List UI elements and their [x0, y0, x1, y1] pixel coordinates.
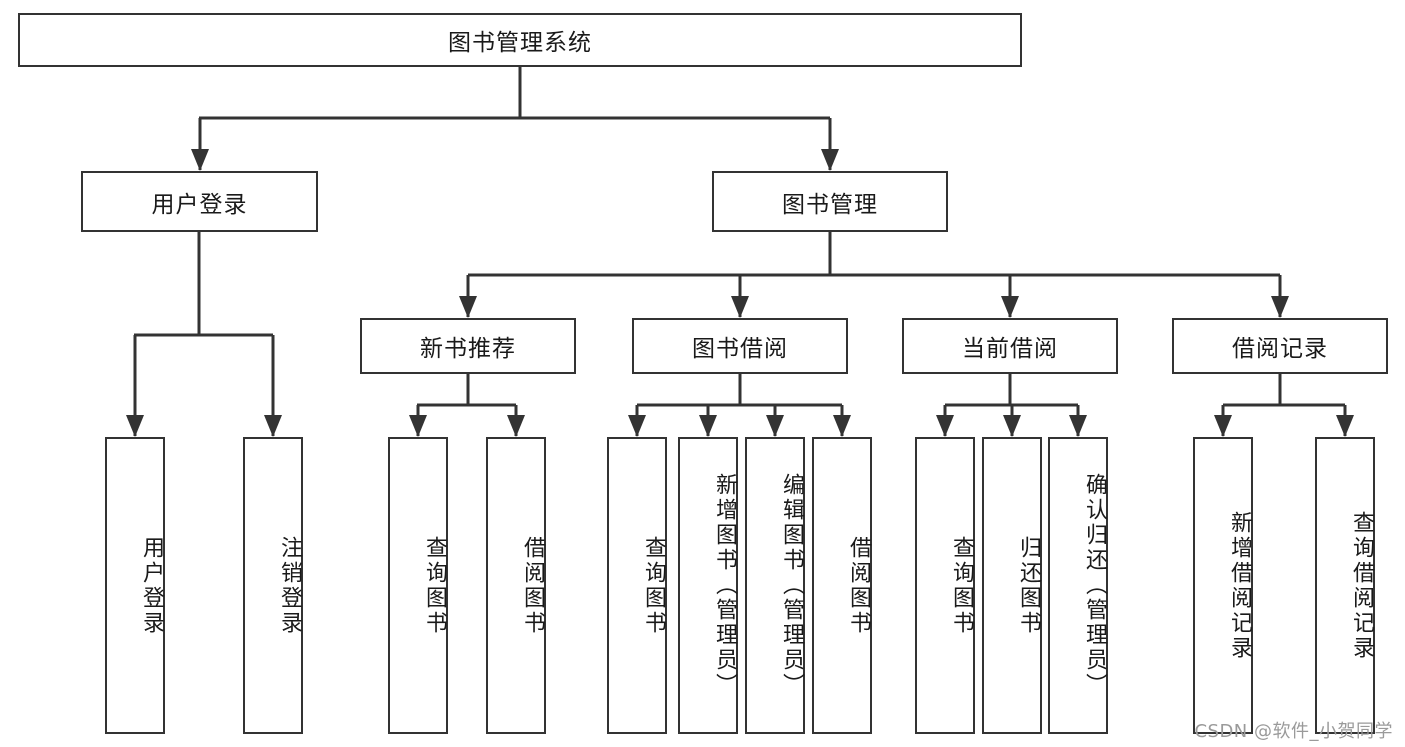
- leaf-node-4[interactable]: 查询图书: [607, 437, 667, 734]
- leaf-node-3[interactable]: 借阅图书: [486, 437, 546, 734]
- node-label: 确认归还（管理员）: [1082, 473, 1107, 698]
- arrow-head-icon: [507, 415, 525, 437]
- node-label: 新增图书（管理员）: [712, 473, 737, 698]
- level3-node-3[interactable]: 借阅记录: [1172, 318, 1388, 374]
- level3-node-0[interactable]: 新书推荐: [360, 318, 576, 374]
- arrow-head-icon: [821, 149, 839, 171]
- level2-node-0[interactable]: 用户登录: [81, 171, 318, 232]
- arrow-head-icon: [1001, 296, 1019, 318]
- node-label: 查询图书: [422, 535, 447, 636]
- leaf-node-12[interactable]: 查询借阅记录: [1315, 437, 1375, 734]
- arrow-head-icon: [1069, 415, 1087, 437]
- arrow-head-icon: [731, 296, 749, 318]
- node-label: 借阅图书: [846, 535, 871, 636]
- leaf-node-5[interactable]: 新增图书（管理员）: [678, 437, 738, 734]
- arrow-head-icon: [409, 415, 427, 437]
- level2-node-1[interactable]: 图书管理: [712, 171, 948, 232]
- node-label: 图书管理系统: [448, 30, 592, 56]
- node-label: 借阅图书: [520, 535, 545, 636]
- node-label: 查询借阅记录: [1349, 510, 1374, 661]
- arrow-head-icon: [1271, 296, 1289, 318]
- node-label: 图书借阅: [692, 336, 788, 362]
- leaf-node-0[interactable]: 用户登录: [105, 437, 165, 734]
- leaf-node-1[interactable]: 注销登录: [243, 437, 303, 734]
- node-label: 编辑图书（管理员）: [779, 473, 804, 698]
- arrow-head-icon: [833, 415, 851, 437]
- leaf-node-10[interactable]: 确认归还（管理员）: [1048, 437, 1108, 734]
- node-label: 借阅记录: [1232, 336, 1328, 362]
- arrow-head-icon: [699, 415, 717, 437]
- node-label: 查询图书: [641, 535, 666, 636]
- leaf-node-9[interactable]: 归还图书: [982, 437, 1042, 734]
- arrow-head-icon: [1214, 415, 1232, 437]
- leaf-node-7[interactable]: 借阅图书: [812, 437, 872, 734]
- arrow-head-icon: [459, 296, 477, 318]
- node-label: 新书推荐: [420, 336, 516, 362]
- node-label: 用户登录: [139, 535, 164, 636]
- arrow-head-icon: [1336, 415, 1354, 437]
- arrow-head-icon: [628, 415, 646, 437]
- arrow-head-icon: [191, 149, 209, 171]
- node-label: 归还图书: [1016, 535, 1041, 636]
- node-label: 注销登录: [277, 535, 302, 636]
- arrow-head-icon: [1003, 415, 1021, 437]
- arrow-head-icon: [126, 415, 144, 437]
- leaf-node-6[interactable]: 编辑图书（管理员）: [745, 437, 805, 734]
- level3-node-2[interactable]: 当前借阅: [902, 318, 1118, 374]
- arrow-head-icon: [936, 415, 954, 437]
- leaf-node-2[interactable]: 查询图书: [388, 437, 448, 734]
- node-label: 当前借阅: [962, 336, 1058, 362]
- node-label: 新增借阅记录: [1227, 510, 1252, 661]
- node-label: 查询图书: [949, 535, 974, 636]
- arrow-head-icon: [766, 415, 784, 437]
- root-node-book-management-system[interactable]: 图书管理系统: [18, 13, 1022, 67]
- leaf-node-8[interactable]: 查询图书: [915, 437, 975, 734]
- node-label: 图书管理: [782, 191, 878, 218]
- arrow-head-icon: [264, 415, 282, 437]
- leaf-node-11[interactable]: 新增借阅记录: [1193, 437, 1253, 734]
- node-label: 用户登录: [151, 191, 248, 218]
- level3-node-1[interactable]: 图书借阅: [632, 318, 848, 374]
